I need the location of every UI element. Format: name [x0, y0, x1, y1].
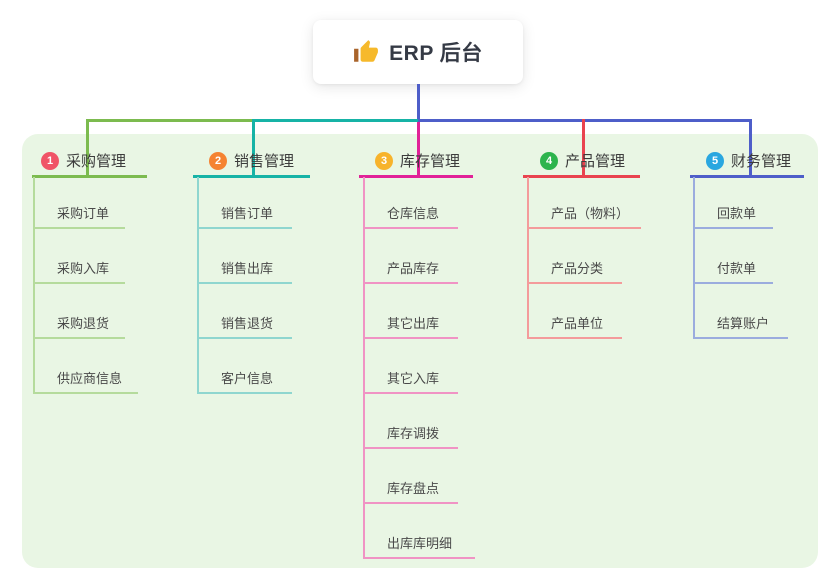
root-node[interactable]: ERP 后台 [313, 20, 523, 84]
connector-line [252, 119, 418, 122]
child-underline [197, 337, 292, 339]
child-node[interactable]: 客户信息 [221, 371, 274, 386]
child-underline [33, 337, 125, 339]
child-underline [33, 392, 138, 394]
child-node[interactable]: 销售退货 [221, 316, 274, 331]
thumbs-up-icon [354, 40, 379, 62]
connector-line [418, 119, 752, 122]
content-panel [22, 134, 818, 568]
connector-line [417, 122, 420, 177]
child-node[interactable]: 其它出库 [387, 316, 440, 331]
root-node-label: ERP 后台 [389, 42, 483, 65]
branch-number-badge: 2 [209, 151, 227, 170]
branch-label: 采购管理 [66, 153, 127, 170]
child-node[interactable]: 其它入库 [387, 371, 440, 386]
child-node[interactable]: 供应商信息 [57, 371, 123, 386]
child-node[interactable]: 销售订单 [221, 206, 274, 221]
connector-line [749, 119, 752, 177]
child-underline [363, 447, 458, 449]
child-underline [197, 282, 292, 284]
branch-node-finance[interactable]: 5 财务管理 [706, 150, 791, 171]
branch-label: 库存管理 [400, 153, 461, 170]
child-underline [527, 227, 641, 229]
branch-node-sales[interactable]: 2 销售管理 [209, 150, 294, 171]
branch-underline [32, 175, 147, 178]
connector-line [197, 177, 199, 394]
branch-underline [193, 175, 310, 178]
child-node[interactable]: 结算账户 [717, 316, 770, 331]
child-node[interactable]: 销售出库 [221, 261, 274, 276]
child-underline [527, 337, 622, 339]
child-underline [693, 227, 773, 229]
branch-underline [359, 175, 473, 178]
child-node[interactable]: 仓库信息 [387, 206, 440, 221]
connector-line [86, 119, 89, 177]
child-underline [33, 282, 125, 284]
branch-label: 财务管理 [731, 153, 792, 170]
child-underline [363, 227, 458, 229]
connector-line [693, 177, 695, 339]
branch-node-product[interactable]: 4 产品管理 [540, 150, 625, 171]
child-node[interactable]: 产品分类 [551, 261, 604, 276]
child-underline [363, 392, 458, 394]
branch-label: 产品管理 [565, 153, 626, 170]
connector-line [582, 119, 585, 177]
branch-underline [690, 175, 804, 178]
child-node[interactable]: 付款单 [717, 261, 757, 276]
child-underline [693, 282, 773, 284]
child-underline [363, 557, 475, 559]
child-underline [363, 282, 458, 284]
child-node[interactable]: 采购订单 [57, 206, 110, 221]
branch-node-inventory[interactable]: 3 库存管理 [375, 150, 460, 171]
connector-line [252, 119, 255, 177]
branch-underline [523, 175, 640, 178]
child-node[interactable]: 产品单位 [551, 316, 604, 331]
branch-number-badge: 5 [706, 151, 724, 170]
branch-number-badge: 1 [41, 151, 59, 170]
branch-node-purchase[interactable]: 1 采购管理 [41, 150, 126, 171]
root-connector-line [417, 84, 420, 122]
child-underline [693, 337, 788, 339]
child-node[interactable]: 回款单 [717, 206, 757, 221]
child-node[interactable]: 出库库明细 [387, 536, 453, 551]
branch-label: 销售管理 [234, 153, 295, 170]
branch-number-badge: 3 [375, 151, 393, 170]
child-node[interactable]: 采购入库 [57, 261, 110, 276]
child-underline [197, 392, 292, 394]
child-underline [527, 282, 622, 284]
child-node[interactable]: 采购退货 [57, 316, 110, 331]
branch-number-badge: 4 [540, 151, 558, 170]
child-node[interactable]: 产品（物料） [551, 206, 630, 221]
connector-line [33, 177, 35, 394]
connector-line [363, 177, 365, 559]
connector-line [86, 119, 253, 122]
child-underline [363, 337, 458, 339]
child-underline [197, 227, 292, 229]
child-node[interactable]: 库存调拨 [387, 426, 440, 441]
child-node[interactable]: 库存盘点 [387, 481, 440, 496]
connector-line [527, 177, 529, 339]
child-node[interactable]: 产品库存 [387, 261, 440, 276]
child-underline [33, 227, 125, 229]
child-underline [363, 502, 458, 504]
